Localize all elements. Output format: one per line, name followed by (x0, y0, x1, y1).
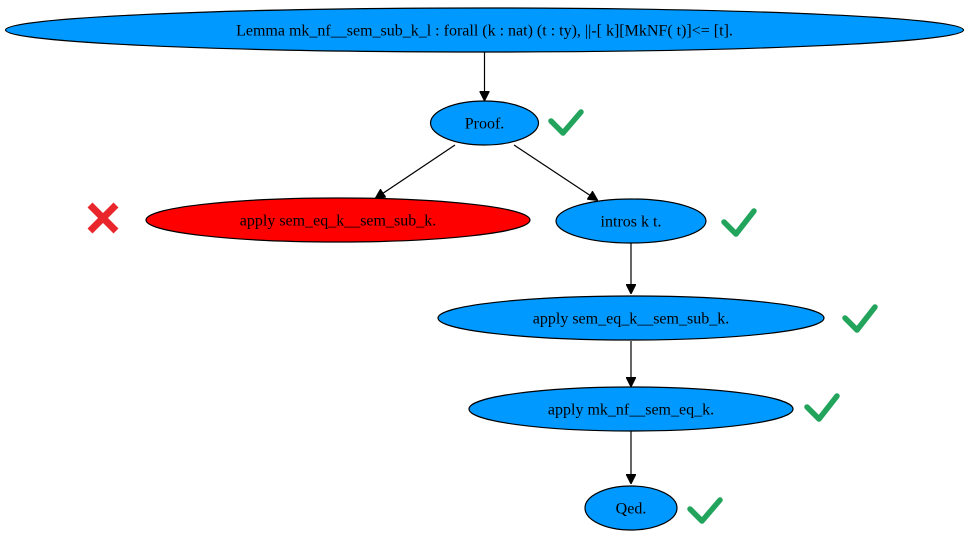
node-apply-sem-shape (437, 295, 825, 341)
edge-proof-to-apply-fail (376, 144, 456, 198)
status-marks (87, 109, 878, 524)
node-lemma-shape (4, 7, 965, 53)
check-icon (842, 304, 878, 333)
check-icon (804, 393, 840, 422)
node-lemma[interactable]: Lemma mk_nf__sem_sub_k_l : forall (k : n… (4, 7, 965, 53)
node-apply-fail-shape (145, 197, 531, 243)
node-qed-shape (584, 485, 678, 531)
node-apply-sem[interactable]: apply sem_eq_k__sem_sub_k. (437, 295, 825, 341)
check-icon (687, 497, 723, 524)
node-qed[interactable]: Qed. (584, 485, 678, 531)
node-apply-fail-label: apply sem_eq_k__sem_sub_k. (240, 213, 436, 230)
node-apply-mk-shape (468, 386, 794, 432)
node-apply-fail[interactable]: apply sem_eq_k__sem_sub_k. (145, 197, 531, 243)
node-intros[interactable]: intros k t. (555, 198, 707, 244)
node-qed-label: Qed. (616, 501, 647, 518)
cross-icon (87, 202, 119, 234)
node-lemma-label: Lemma mk_nf__sem_sub_k_l : forall (k : n… (236, 23, 733, 40)
check-icon (721, 208, 757, 237)
node-apply-mk[interactable]: apply mk_nf__sem_eq_k. (468, 386, 794, 432)
node-proof-shape (429, 100, 540, 146)
node-proof[interactable]: Proof. (429, 100, 540, 146)
node-apply-sem-label: apply sem_eq_k__sem_sub_k. (533, 311, 729, 328)
node-apply-mk-label: apply mk_nf__sem_eq_k. (548, 402, 714, 419)
node-proof-label: Proof. (465, 116, 505, 133)
node-intros-shape (555, 198, 707, 244)
edges (376, 52, 631, 483)
node-intros-label: intros k t. (601, 214, 662, 231)
edge-proof-to-intros (513, 144, 597, 200)
check-icon (548, 109, 584, 136)
